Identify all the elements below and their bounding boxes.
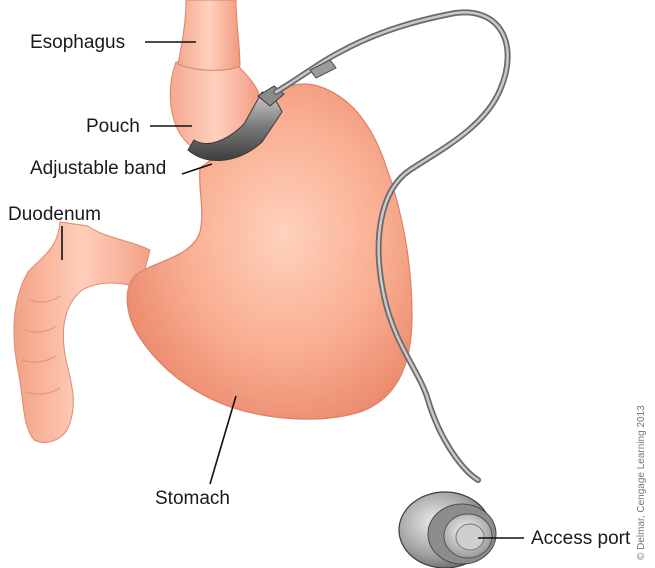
pouch-label: Pouch <box>86 116 140 138</box>
stomach-shape <box>127 84 412 419</box>
esophagus-shape <box>178 0 240 70</box>
duodenum-label: Duodenum <box>8 204 101 226</box>
access-port <box>399 492 496 568</box>
copyright-credit: © Delmar, Cengage Learning 2013 <box>636 405 647 560</box>
adjustable-band-label: Adjustable band <box>30 158 166 180</box>
stomach-label: Stomach <box>155 488 230 510</box>
esophagus-label: Esophagus <box>30 32 125 54</box>
stomach-leader <box>210 396 236 484</box>
access-port-label: Access port <box>531 528 630 550</box>
